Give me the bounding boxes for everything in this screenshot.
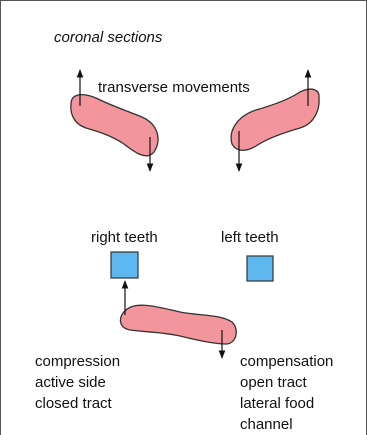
tooth-right: [111, 252, 138, 278]
tongue-shape-bottom: [120, 305, 236, 344]
tongue-shape-left: [71, 95, 158, 156]
tooth-left: [247, 256, 273, 281]
tongue-shape-right: [231, 89, 319, 150]
